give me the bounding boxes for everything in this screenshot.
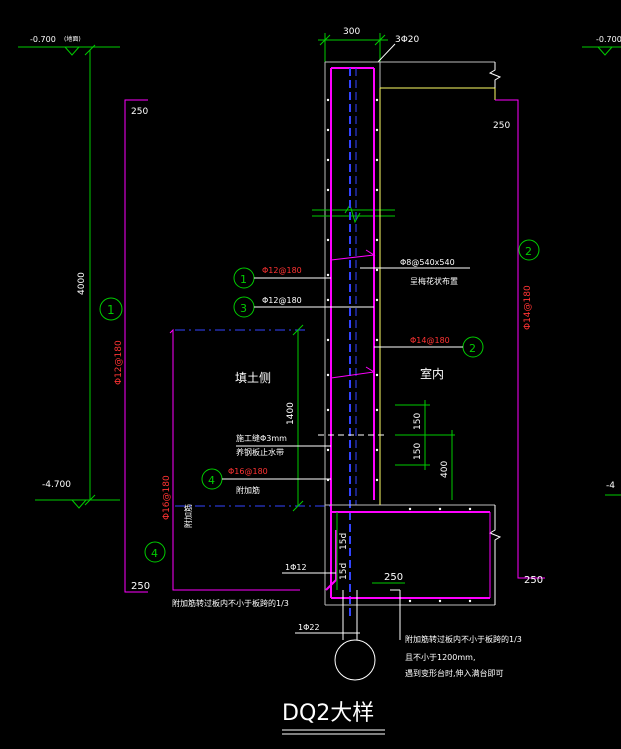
callout-4-label: 4	[208, 474, 215, 487]
wall-thickness-text: 300	[343, 27, 360, 37]
right-marker-2-label: 2	[525, 245, 532, 258]
right-top-level-marker: -0.700	[582, 35, 621, 56]
waterstop-label: 施工缝Φ3mm 养钢板止水带	[236, 433, 331, 457]
left-marker-4-label: 4	[151, 547, 158, 560]
wall-thickness-dimension: 300 3Φ20	[318, 27, 420, 65]
left-top-level-note: (地面)	[64, 35, 81, 43]
right-bottom-notes: 附加筋转过板内不小于板跨的1/3 且不小于1200mm, 遇到变形台时,伸入满台…	[390, 589, 522, 678]
callout-3-label: 3	[240, 302, 247, 315]
right-bottom-ext-text: 250	[524, 575, 543, 586]
right-top-level-value: -0.700	[596, 35, 621, 44]
callout-1-label: 1	[240, 273, 247, 286]
top-bars-label: 3Φ20	[395, 35, 420, 45]
tie-spec-label: Φ8@540x540 呈梅花状布置	[360, 258, 470, 286]
right-marker-2-rebar: Φ14@180	[523, 285, 533, 330]
footing-ext-text: 250	[384, 572, 403, 583]
anchor-dimensions: 15d 15d 250	[336, 512, 405, 590]
bottom-bar-label: 1Φ22	[295, 590, 376, 681]
waterstop-line-2: 养钢板止水带	[236, 447, 284, 457]
left-bottom-level-marker: -4.700	[35, 480, 120, 509]
tie-spec-text: Φ8@540x540	[400, 258, 455, 267]
overall-height-text: 4000	[77, 272, 87, 295]
callout-2-text: Φ14@180	[410, 336, 450, 345]
callout-3: 3 Φ12@180	[233, 296, 374, 318]
tie-note-text: 呈梅花状布置	[410, 276, 458, 286]
right-note-line-2: 且不小于1200mm,	[405, 653, 476, 662]
left-marker-1-label: 1	[107, 303, 115, 317]
left-marker-4-rebar: Φ16@180	[162, 475, 172, 520]
right-marker-2-circle	[518, 239, 540, 261]
corner-bar-text: 1Φ12	[285, 563, 307, 572]
bottom-spacing-dimensions: 150 150 400	[395, 400, 455, 500]
right-bottom-level-value: -4	[606, 481, 615, 491]
left-rebar-4-schematic: Φ16@180 附加筋 4 附加筋转过板内不小于板跨的1/3	[144, 328, 300, 608]
right-note-line-1: 附加筋转过板内不小于板跨的1/3	[405, 634, 522, 644]
corner-bar-label: 1Φ12	[282, 563, 336, 574]
lap-length-text: 1400	[286, 402, 296, 425]
drawing-title: DQ2大样	[282, 701, 385, 735]
extra-bar-label: 附加筋	[236, 485, 260, 495]
bottom-bar-circle	[334, 639, 376, 681]
left-marker-1-rebar: Φ12@180	[114, 340, 124, 385]
right-top-ext-text: 250	[493, 121, 510, 131]
bottom-total-text: 400	[440, 461, 450, 478]
callout-2: 2 Φ14@180	[374, 336, 484, 358]
top-spacing-text: 150	[413, 413, 423, 430]
fill-side-label: 填土侧	[235, 371, 271, 385]
callout-4: 4 Φ16@180 附加筋	[201, 467, 331, 495]
drawing-title-text: DQ2大样	[282, 701, 374, 726]
anchor-lower-text: 15d	[339, 563, 349, 580]
right-note-line-3: 遇到变形台时,伸入满台即可	[405, 668, 504, 678]
left-bottom-ext-text: 250	[131, 581, 150, 592]
callout-2-label: 2	[469, 342, 476, 355]
callout-1: 1 Φ12@180	[233, 266, 331, 289]
right-bottom-level-marker: -4	[605, 481, 621, 496]
bottom-spacing-text: 150	[413, 443, 423, 460]
lap-length-dimension: 1400	[286, 324, 304, 512]
anchor-upper-text: 15d	[339, 533, 349, 550]
left-marker-4-circle	[144, 541, 166, 563]
left-top-ext-text: 250	[131, 107, 148, 117]
left-marker-1-circle	[99, 297, 123, 321]
bottom-bar-text: 1Φ22	[298, 623, 320, 632]
left-top-level-marker: -0.700 (地面)	[18, 35, 120, 56]
indoor-label: 室内	[420, 366, 444, 381]
wall-section	[312, 61, 502, 620]
left-top-level-value: -0.700	[30, 35, 56, 44]
callout-1-text: Φ12@180	[262, 266, 302, 275]
left-rebar-1-schematic: 250 250 1 Φ12@180	[99, 99, 150, 593]
overall-height-dimension: 4000	[77, 44, 96, 506]
callout-3-text: Φ12@180	[262, 296, 302, 305]
right-rebar-2-schematic: 250 250 2 Φ14@180	[493, 99, 545, 586]
left-bottom-note: 附加筋转过板内不小于板跨的1/3	[172, 598, 289, 608]
left-marker-4-note: 附加筋	[183, 504, 193, 528]
callout-4-text: Φ16@180	[228, 467, 268, 476]
waterstop-line-1: 施工缝Φ3mm	[236, 433, 287, 443]
left-bottom-level-value: -4.700	[42, 480, 71, 490]
